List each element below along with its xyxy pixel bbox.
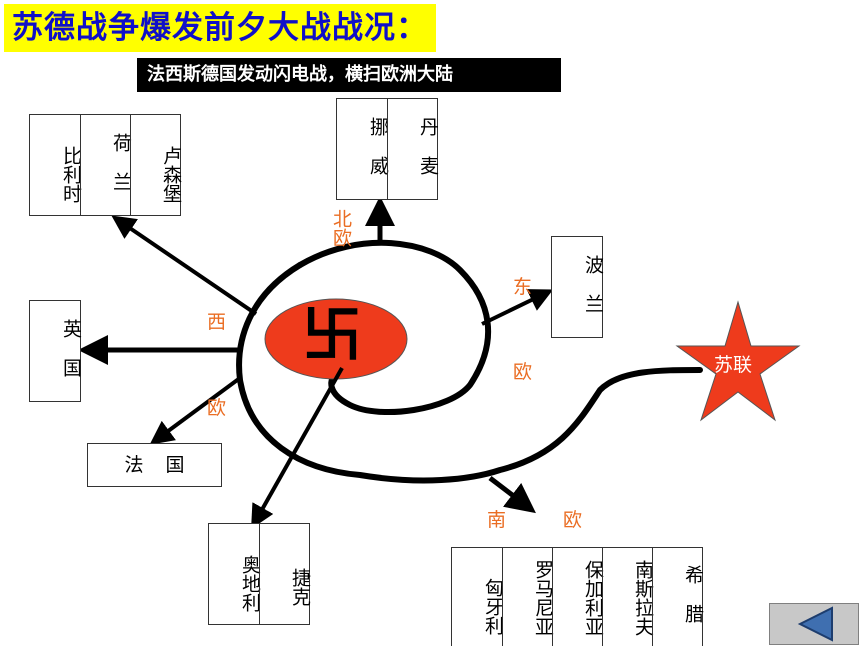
- nordic-group: 挪威 丹麦: [336, 98, 439, 200]
- country-greece: 希腊: [652, 548, 704, 646]
- arrow-south: [488, 476, 536, 514]
- back-arrow-icon[interactable]: [769, 603, 859, 645]
- expansion-ring: [297, 239, 492, 416]
- country-austria: 奥地利: [239, 554, 261, 612]
- page-title: 苏德战争爆发前夕大战战况：: [4, 4, 436, 52]
- country-poland: 波兰: [582, 255, 604, 333]
- subtitle-banner: 法西斯德国发动闪电战，横扫欧洲大陆: [137, 58, 561, 92]
- country-romania: 罗马尼亚: [502, 548, 554, 646]
- direction-east-1: 东: [513, 276, 533, 298]
- benelux-group: 比利时 荷兰 卢森堡: [29, 114, 182, 216]
- central-group: 奥地利 捷克: [208, 523, 311, 625]
- direction-east-2: 欧: [513, 361, 533, 383]
- arrow-france: [149, 376, 242, 445]
- country-luxembourg: 卢森堡: [130, 115, 182, 215]
- arrow-benelux: [111, 215, 258, 316]
- country-bulgaria: 保加利亚: [552, 548, 604, 646]
- poland-group: 波兰: [551, 236, 604, 338]
- uk-group: 英国: [29, 300, 82, 402]
- expansion-ring-left: [236, 262, 703, 484]
- country-uk: 英国: [60, 319, 82, 397]
- country-denmark: 丹麦: [387, 99, 439, 199]
- ussr-label: 苏联: [714, 354, 753, 376]
- direction-north-2: 欧: [330, 228, 352, 247]
- arrow-central: [251, 367, 344, 529]
- swastika-symbol: 卐: [302, 301, 362, 371]
- country-france: 法国: [87, 443, 222, 487]
- country-netherlands: 荷兰: [80, 115, 132, 215]
- country-hungary: 匈牙利: [482, 577, 504, 635]
- direction-north-1: 北: [330, 209, 352, 228]
- direction-west-1: 西: [207, 311, 227, 333]
- arrow-poland: [481, 289, 554, 326]
- soviet-star: [675, 300, 801, 422]
- country-belgium: 比利时: [60, 145, 82, 203]
- direction-south-1: 南: [487, 509, 507, 531]
- direction-south-2: 欧: [563, 509, 583, 531]
- country-yugoslavia: 南斯拉夫: [602, 548, 654, 646]
- country-czech: 捷克: [259, 524, 311, 624]
- direction-west-2: 欧: [207, 397, 227, 419]
- balkans-group: 匈牙利 罗马尼亚 保加利亚 南斯拉夫 希腊: [451, 547, 704, 646]
- direction-north: 北欧: [330, 209, 352, 247]
- country-norway: 挪威: [367, 117, 389, 195]
